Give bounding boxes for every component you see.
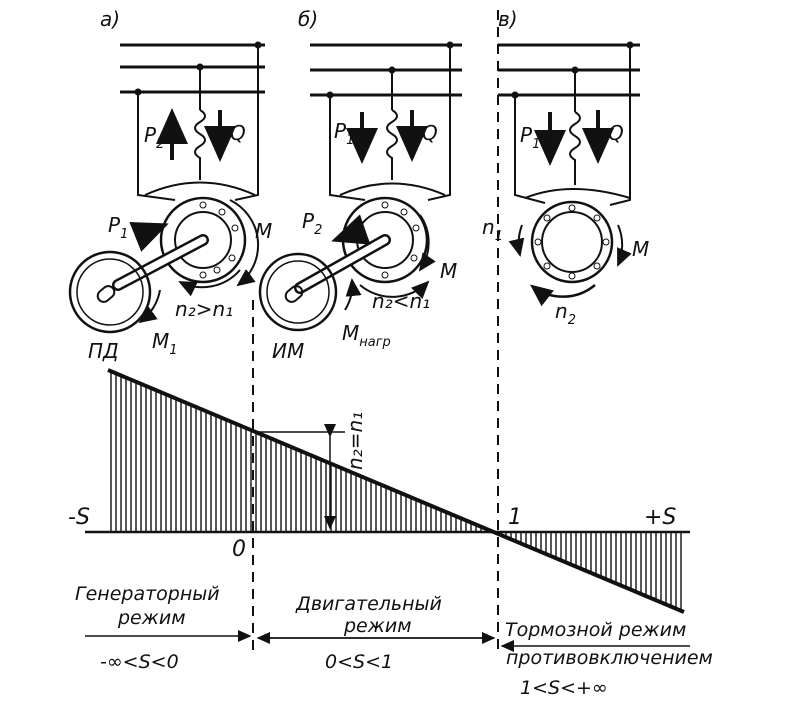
winding-coil-icon [386, 109, 398, 180]
motor-mode-line2: режим [343, 615, 412, 637]
rotor-speed-label: n2 [555, 299, 576, 328]
panel-b-letter: б) [298, 7, 318, 31]
prime-mover-icon [68, 250, 152, 334]
one-label: 1 [508, 505, 522, 530]
supply-lead [329, 95, 366, 201]
supply-lead [609, 45, 631, 206]
supply-lead [234, 45, 259, 201]
panel-c-letter: в) [498, 7, 518, 31]
motor-mode-line1: Двигательный [295, 593, 442, 615]
zero-label: 0 [232, 537, 246, 562]
reactive-power-label: Q [230, 121, 246, 145]
working-machine-icon [258, 252, 338, 332]
input-power-label: P1 [108, 213, 128, 242]
panel-c: в) P1 Q M n1 n2 [482, 7, 649, 328]
generator-mode-line2: режим [117, 607, 186, 629]
load-torque-label: M1 [152, 329, 178, 358]
minus-s-label: -S [68, 505, 90, 530]
torque-label: M [255, 219, 272, 243]
input-power-label: P2 [302, 209, 322, 238]
motor-mode-range: 0<S<1 [325, 651, 393, 673]
power-label: P1 [334, 119, 354, 148]
generator-mode-range: -∞<S<0 [100, 651, 179, 673]
power-label: P2 [144, 123, 164, 152]
speed-relation-label: n₂>n₁ [175, 297, 233, 321]
reactive-power-label: Q [422, 121, 438, 145]
sync-speed-label: n₂=n₁ [343, 412, 367, 470]
panel-a: а) P2 Q M P1 [68, 7, 272, 363]
winding-coil-icon [569, 111, 581, 185]
brake-mode-line1: Тормозной режим [505, 619, 686, 641]
winding-coil-icon [194, 109, 206, 180]
torque-label: M [632, 237, 649, 261]
plus-s-label: +S [644, 505, 676, 530]
torque-arrow [229, 199, 260, 287]
stator-field-speed-label: n1 [482, 215, 503, 244]
machine-label: ПД [88, 339, 119, 363]
load-torque-label: Mнагр [342, 321, 391, 350]
generator-mode-line1: Генераторный [75, 583, 220, 605]
panel-a-letter: а) [100, 7, 120, 31]
speed-relation-label: n₂<n₁ [372, 289, 430, 313]
panel-b: б) P1 Q M P2 n₂<n₁ Mнагр ИМ [258, 7, 462, 363]
supply-lead [137, 92, 176, 201]
torque-arrow [418, 214, 436, 272]
reactive-power-label: Q [608, 121, 624, 145]
brake-mode-range: 1<S<+∞ [520, 677, 608, 699]
stator-icon [530, 200, 614, 284]
machine-label: ИМ [272, 339, 304, 363]
power-label: P1 [520, 123, 540, 152]
torque-arrow [617, 224, 632, 267]
torque-line [107, 368, 685, 614]
supply-lead [427, 45, 451, 201]
brake-mode-line2: противовключением [506, 647, 713, 669]
torque-label: M [440, 259, 457, 283]
torque-slip-graph: n₂=n₁ -S +S 0 1 Генераторный режим -∞<S<… [68, 10, 713, 699]
supply-lead [514, 95, 546, 204]
